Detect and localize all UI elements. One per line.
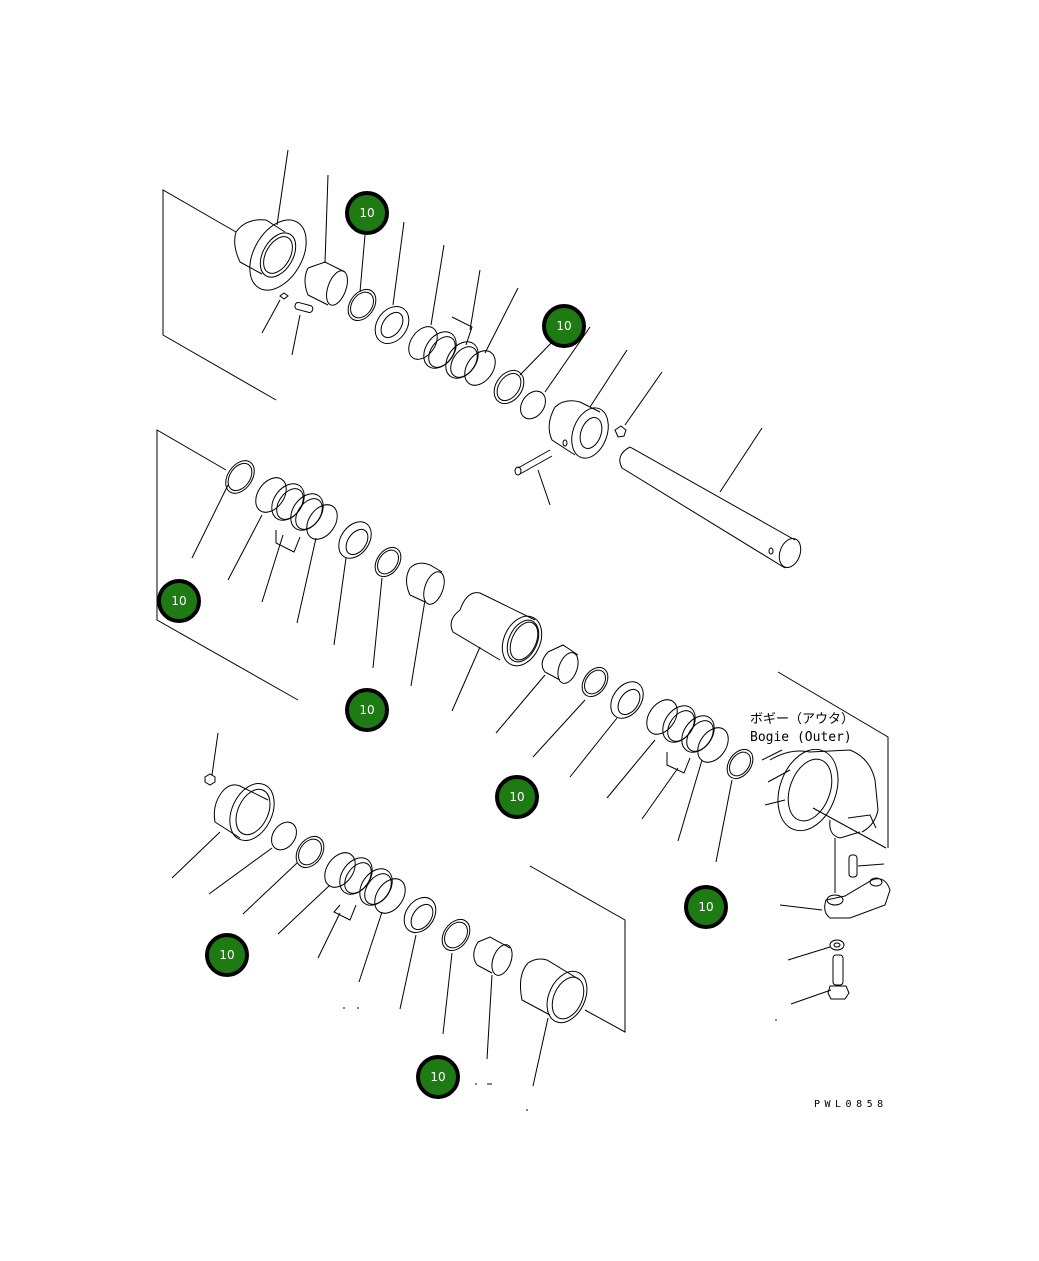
group-2-bracket (156, 429, 299, 701)
callout-badge-text: 10 (359, 703, 375, 717)
group-1-bracket (162, 189, 277, 401)
drawing-number: PWL0858 (814, 1099, 888, 1110)
group-3-parts (171, 732, 588, 1111)
callout-badge-7[interactable]: 10 (205, 933, 249, 977)
bogie-bracket (777, 671, 889, 848)
callout-badge-6[interactable]: 10 (684, 885, 728, 929)
callout-badge-1[interactable]: 10 (345, 191, 389, 235)
callout-badge-8[interactable]: 10 (416, 1055, 460, 1099)
group-3-bracket (529, 865, 626, 1033)
group-1-parts (234, 149, 802, 569)
group-2-parts (191, 460, 754, 863)
assembly-label-english: Bogie (Outer) (750, 730, 852, 745)
callout-badge-text: 10 (219, 948, 235, 962)
callout-badge-text: 10 (509, 790, 525, 804)
bogie-outer-body (761, 748, 891, 1021)
assembly-label-japanese: ボギー（アウタ） (750, 712, 855, 727)
callout-badge-text: 10 (359, 206, 375, 220)
callout-badge-3[interactable]: 10 (157, 579, 201, 623)
callout-badge-5[interactable]: 10 (495, 775, 539, 819)
callout-badge-text: 10 (698, 900, 714, 914)
callout-badge-text: 10 (556, 319, 572, 333)
callout-badge-4[interactable]: 10 (345, 688, 389, 732)
callout-badge-text: 10 (171, 594, 187, 608)
callout-badge-text: 10 (430, 1070, 446, 1084)
callout-badge-2[interactable]: 10 (542, 304, 586, 348)
